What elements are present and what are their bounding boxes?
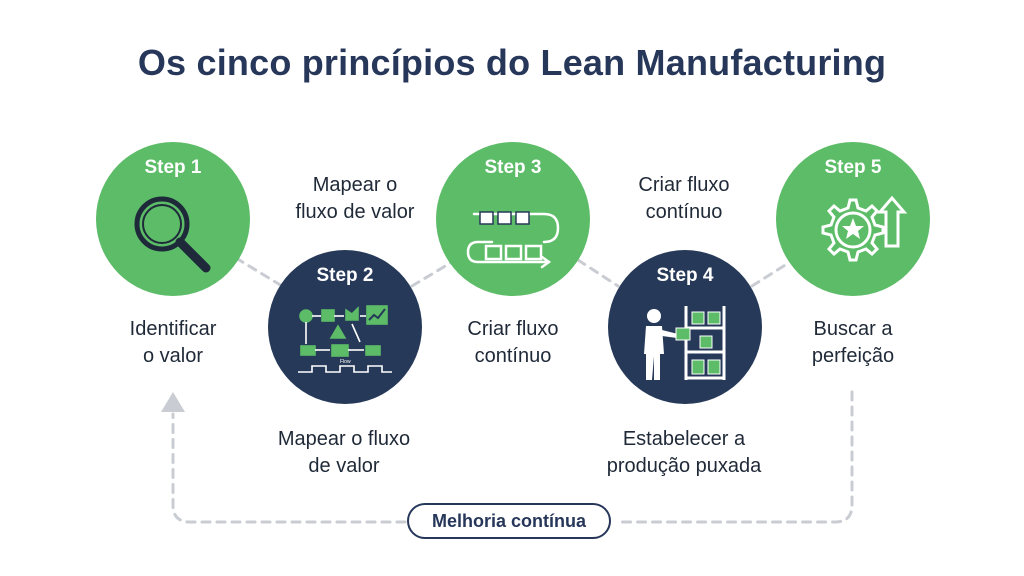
gear-star-arrow-icon [821, 195, 908, 262]
loop-right-segment [615, 390, 854, 524]
step-2-caption: Mapear o fluxo de valor [277, 428, 411, 477]
step-1-circle: Step 1 [96, 142, 250, 296]
worker-shelves-icon [644, 306, 726, 380]
step-1-label: Step 1 [144, 157, 202, 178]
connector-1-2 [234, 256, 284, 288]
step-5-caption: Buscar a perfeição [811, 318, 895, 367]
step-4-caption: Estabelecer a produção puxada [606, 428, 762, 477]
step-3-label: Step 3 [484, 157, 542, 178]
connector-2-3 [410, 260, 454, 288]
step-1-caption: Identificar o valor [129, 318, 217, 367]
step-3-circle: Step 3 [436, 142, 590, 296]
step-3-caption: Criar fluxo contínuo [467, 318, 559, 367]
step-5-label: Step 5 [824, 157, 882, 178]
top-caption-map: Mapear o fluxo de valor [295, 174, 415, 223]
loop-left-segment [171, 412, 407, 524]
step-4-label: Step 4 [656, 265, 714, 286]
magnifier-icon [134, 196, 211, 273]
page-title: Os cinco princípios do Lean Manufacturin… [137, 42, 887, 83]
continuous-improvement-label: Melhoria contínua [407, 503, 611, 539]
continuous-flow-icon [466, 211, 560, 269]
connector-3-4 [576, 258, 620, 288]
step-2-circle: Step 2 Flow [268, 250, 422, 404]
loop-arrowhead-icon [161, 392, 185, 412]
connector-4-5 [750, 260, 792, 288]
step-2-label: Step 2 [316, 265, 374, 286]
step-4-circle: Step 4 [608, 250, 762, 404]
step-5-circle: Step 5 [776, 142, 930, 296]
map-mini-text: Flow [340, 359, 351, 365]
top-caption-flow: Criar fluxo contínuo [638, 174, 730, 223]
value-stream-map-icon: Flow [298, 305, 392, 373]
